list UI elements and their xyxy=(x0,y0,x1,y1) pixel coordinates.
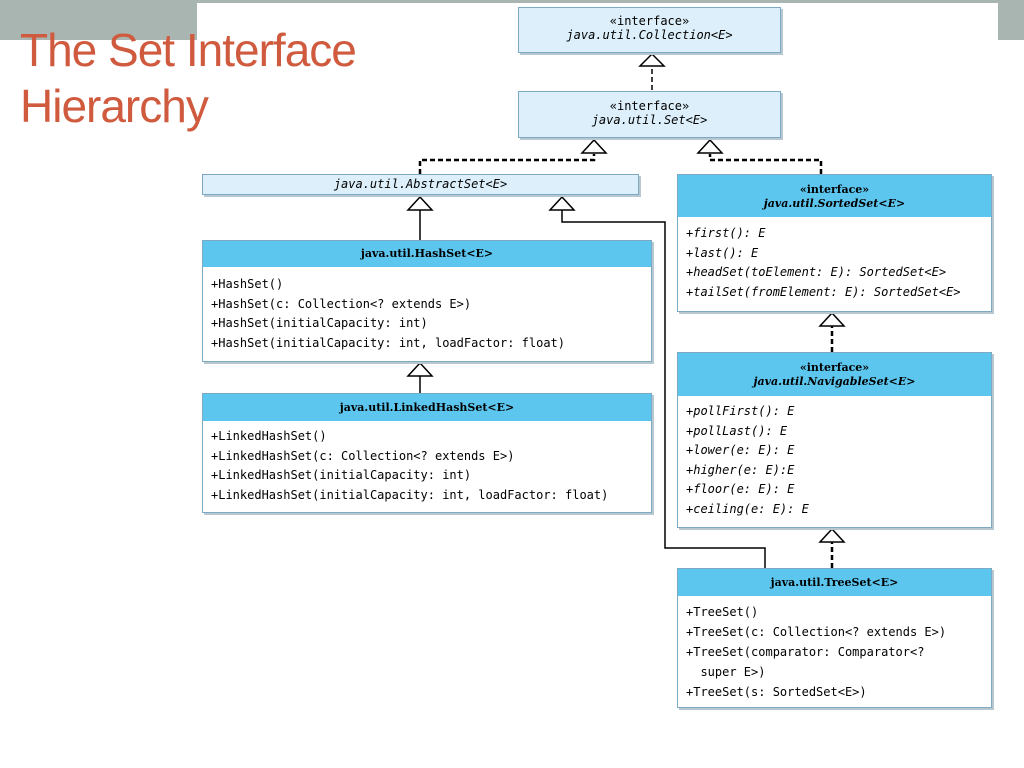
treeset-member: +TreeSet(s: SortedSet<E>) xyxy=(686,685,867,699)
hashset-member: +HashSet(initialCapacity: int) xyxy=(211,316,428,330)
sortedset-member: +first(): E xyxy=(686,226,766,240)
linkedhashset-member: +LinkedHashSet(c: Collection<? extends E… xyxy=(211,448,515,463)
linkedhashset-class-box: java.util.LinkedHashSet<E> +LinkedHashSe… xyxy=(202,393,652,513)
hashset-member: +HashSet(initialCapacity: int, loadFacto… xyxy=(211,335,566,350)
abstractset-arrowhead-right xyxy=(548,195,576,211)
treeset-member: +TreeSet(c: Collection<? extends E>) xyxy=(686,625,947,639)
navigableset-name: java.util.NavigableSet<E> xyxy=(753,375,916,388)
navigableset-interface-box: «interface» java.util.NavigableSet<E> +p… xyxy=(677,352,992,528)
navigableset-arrowhead xyxy=(818,527,846,543)
set-interface-box: «interface» java.util.Set<E> xyxy=(518,91,781,138)
sortedset-member: +last(): E xyxy=(686,245,759,260)
sortedset-stereotype: «interface» xyxy=(799,183,870,196)
set-name: java.util.Set<E> xyxy=(591,113,708,127)
collection-stereotype: «interface» xyxy=(609,14,690,28)
abstractset-to-set-line xyxy=(418,154,596,174)
navigableset-member: +ceiling(e: E): E xyxy=(686,501,809,516)
slide-title-line-1: The Set Interface xyxy=(20,24,357,76)
hashset-name: java.util.HashSet<E> xyxy=(360,247,494,260)
sortedset-arrowhead xyxy=(818,311,846,327)
navigableset-member: +lower(e: E): E xyxy=(686,443,795,457)
navigableset-member: +pollFirst(): E xyxy=(686,404,795,418)
linkedhashset-name: java.util.LinkedHashSet<E> xyxy=(339,401,515,414)
hashset-member: +HashSet(c: Collection<? extends E>) xyxy=(211,296,472,311)
linkedhashset-member: +LinkedHashSet() xyxy=(211,429,327,443)
hashset-member: +HashSet() xyxy=(211,277,284,291)
linkedhashset-member: +LinkedHashSet(initialCapacity: int, loa… xyxy=(211,487,609,502)
linkedhashset-member: +LinkedHashSet(initialCapacity: int) xyxy=(211,468,472,482)
hashset-arrowhead xyxy=(406,361,434,377)
set-stereotype: «interface» xyxy=(609,99,690,113)
treeset-to-abstractset-line xyxy=(561,210,766,568)
treeset-class-box: java.util.TreeSet<E> +TreeSet() +TreeSet… xyxy=(677,568,992,708)
treeset-member: super E>) xyxy=(686,665,766,679)
abstractset-name: java.util.AbstractSet<E> xyxy=(333,177,508,191)
collection-arrowhead xyxy=(638,52,666,67)
sortedset-member: +headSet(toElement: E): SortedSet<E> xyxy=(686,265,947,279)
treeset-member: +TreeSet() xyxy=(686,605,759,619)
navigableset-stereotype: «interface» xyxy=(799,361,870,374)
abstractset-class-box: java.util.AbstractSet<E> xyxy=(202,174,639,195)
treeset-name: java.util.TreeSet<E> xyxy=(770,576,899,589)
treeset-member: +TreeSet(comparator: Comparator<? xyxy=(686,645,925,659)
navigableset-member: +higher(e: E):E xyxy=(686,462,795,477)
slide-title: The Set Interface Hierarchy xyxy=(20,22,357,134)
sortedset-to-set-line xyxy=(708,154,823,174)
collection-interface-box: «interface» java.util.Collection<E> xyxy=(518,7,781,53)
navigableset-member: +floor(e: E): E xyxy=(686,482,795,496)
set-arrowhead-right xyxy=(696,138,724,154)
slide-title-line-2: Hierarchy xyxy=(20,80,209,132)
hashset-class-box: java.util.HashSet<E> +HashSet() +HashSet… xyxy=(202,240,652,362)
sortedset-name: java.util.SortedSet<E> xyxy=(763,197,906,210)
sortedset-member: +tailSet(fromElement: E): SortedSet<E> xyxy=(686,284,961,299)
set-arrowhead-left xyxy=(580,138,608,154)
abstractset-arrowhead-left xyxy=(406,195,434,211)
navigableset-member: +pollLast(): E xyxy=(686,423,788,438)
sortedset-interface-box: «interface» java.util.SortedSet<E> +firs… xyxy=(677,174,992,312)
collection-name: java.util.Collection<E> xyxy=(566,28,733,42)
